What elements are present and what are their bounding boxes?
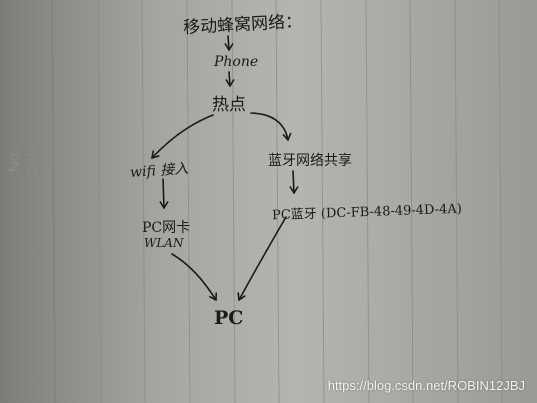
edge-hotspot-to-bt_share — [250, 112, 292, 141]
arrowhead — [151, 150, 160, 159]
node-pc: PC — [214, 307, 244, 329]
printed-no-label: No. — [6, 148, 23, 172]
edge-pc_bt-to-pc — [237, 216, 287, 301]
ruled-line — [275, 0, 280, 403]
edge-bt_share-to-pc_bt — [289, 170, 299, 194]
node-hotspot: 热点 — [212, 95, 246, 115]
arrowhead — [282, 132, 292, 141]
ruled-line — [365, 0, 370, 403]
watermark-url: https://blog.csdn.net/ROBIN12JBJ — [327, 378, 525, 393]
arrowhead — [225, 79, 235, 87]
arrowhead — [289, 186, 299, 194]
ruled-line — [141, 0, 146, 403]
ruled-line — [409, 0, 414, 403]
ruled-lines — [51, 0, 503, 403]
margin-line — [51, 0, 56, 403]
ruled-line — [231, 0, 236, 403]
ruled-line — [97, 0, 102, 403]
edge-pc_nic-to-pc — [171, 253, 217, 301]
edge-hotspot-to-wifi — [151, 114, 214, 159]
edge-wifi-to-pc_nic — [159, 178, 169, 209]
ruled-line — [320, 0, 325, 403]
ruled-line — [498, 0, 503, 403]
arrowhead — [224, 43, 234, 51]
printed-date-label: Date — [24, 144, 41, 176]
node-bluetooth-share: 蓝牙网络共享 — [268, 153, 352, 169]
ruled-line — [454, 0, 459, 403]
edge-title-to-phone — [224, 35, 234, 51]
node-phone: Phone — [214, 54, 259, 70]
edge-phone-to-hotspot — [225, 71, 235, 87]
arrowhead — [209, 292, 217, 301]
ruled-line — [186, 0, 191, 403]
arrowhead — [159, 201, 169, 209]
node-pc-nic: PC网卡 — [142, 220, 191, 236]
arrowhead — [237, 292, 246, 301]
diagram-edges — [151, 35, 299, 301]
node-wifi-access: wifi 接入 — [129, 160, 189, 182]
node-wlan: WLAN — [144, 236, 184, 250]
